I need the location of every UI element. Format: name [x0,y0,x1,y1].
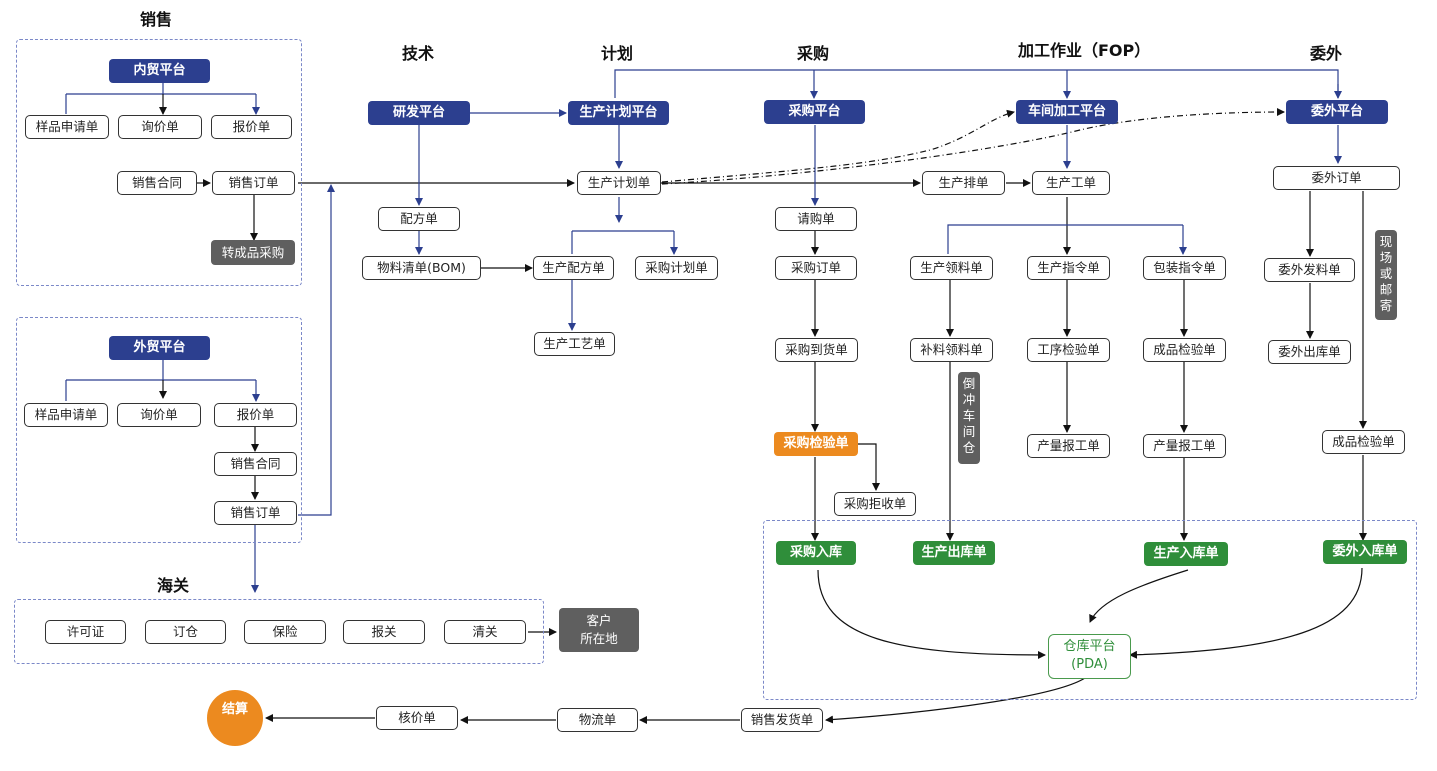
section-outsource: 委外 [1310,44,1343,63]
bom-sheet[interactable]: 物料清单(BOM) [362,256,481,280]
outsource-in-stock[interactable]: 委外入库单 [1323,540,1407,564]
outsource-issue[interactable]: 委外发料单 [1264,258,1355,282]
rd-platform[interactable]: 研发平台 [368,101,470,125]
customs-clearance[interactable]: 清关 [444,620,526,644]
output-report-1[interactable]: 产量报工单 [1027,434,1110,458]
warehouse-panel [763,520,1417,700]
customs-booking[interactable]: 订仓 [145,620,226,644]
purchase-order[interactable]: 采购订单 [775,256,857,280]
section-plan: 计划 [601,44,634,63]
settlement[interactable]: 结算 [207,690,263,746]
customer-location: 客户 所在地 [559,608,639,652]
domestic-platform[interactable]: 内贸平台 [109,59,210,83]
foreign-quote[interactable]: 报价单 [214,403,297,427]
process-inspection[interactable]: 工序检验单 [1027,338,1110,362]
recipe-sheet[interactable]: 配方单 [378,207,460,231]
production-recipe-order[interactable]: 生产配方单 [533,256,614,280]
process-order[interactable]: 生产工艺单 [534,332,615,356]
purchase-platform[interactable]: 采购平台 [764,100,865,124]
foreign-inquiry[interactable]: 询价单 [117,403,201,427]
sales-shipment[interactable]: 销售发货单 [741,708,823,732]
warehouse-line1: 仓库平台 [1063,639,1116,654]
production-picking[interactable]: 生产领料单 [910,256,993,280]
warehouse-line2: (PDA) [1071,657,1108,672]
purchase-inspection[interactable]: 采购检验单 [774,432,858,456]
foreign-sales-order[interactable]: 销售订单 [214,501,297,525]
foreign-panel [16,317,302,543]
purchase-plan-order[interactable]: 采购计划单 [635,256,718,280]
to-finished-purchase: 转成品采购 [211,240,295,265]
production-out-stock[interactable]: 生产出库单 [913,541,995,565]
outsource-product-inspection[interactable]: 成品检验单 [1322,430,1405,454]
price-check-order[interactable]: 核价单 [376,706,458,730]
foreign-contract[interactable]: 销售合同 [214,452,297,476]
section-sales: 销售 [140,10,173,29]
customs-license[interactable]: 许可证 [45,620,126,644]
section-fop: 加工作业（FOP） [1018,41,1151,60]
domestic-sample-request[interactable]: 样品申请单 [25,115,109,139]
domestic-quote[interactable]: 报价单 [211,115,292,139]
production-work-order[interactable]: 生产工单 [1032,171,1110,195]
production-instruction[interactable]: 生产指令单 [1027,256,1110,280]
foreign-platform[interactable]: 外贸平台 [109,336,210,360]
purchase-arrival[interactable]: 采购到货单 [775,338,858,362]
customs-insurance[interactable]: 保险 [244,620,326,644]
product-inspection[interactable]: 成品检验单 [1143,338,1226,362]
logistics-order[interactable]: 物流单 [557,708,638,732]
section-customs: 海关 [157,576,190,595]
purchase-inbound[interactable]: 采购入库 [776,541,856,565]
domestic-inquiry[interactable]: 询价单 [118,115,202,139]
backflush-warehouse: 倒冲车间仓 [958,372,980,464]
domestic-contract[interactable]: 销售合同 [117,171,197,195]
production-schedule[interactable]: 生产排单 [922,171,1005,195]
section-purchase: 采购 [797,44,830,63]
outsource-order[interactable]: 委外订单 [1273,166,1400,190]
packing-instruction[interactable]: 包装指令单 [1143,256,1226,280]
purchase-rejection[interactable]: 采购拒收单 [834,492,916,516]
domestic-sales-order[interactable]: 销售订单 [212,171,295,195]
customs-declaration[interactable]: 报关 [343,620,425,644]
production-plan-order[interactable]: 生产计划单 [577,171,661,195]
outsource-out-stock[interactable]: 委外出库单 [1268,340,1351,364]
domestic-panel [16,39,302,286]
production-in-stock[interactable]: 生产入库单 [1144,542,1228,566]
section-tech: 技术 [402,44,435,63]
customer-line1: 客户 [586,613,612,628]
production-plan-platform[interactable]: 生产计划平台 [568,101,669,125]
output-report-2[interactable]: 产量报工单 [1143,434,1226,458]
foreign-sample-request[interactable]: 样品申请单 [24,403,108,427]
purchase-request[interactable]: 请购单 [775,207,857,231]
customer-line2: 所在地 [580,631,618,646]
customs-panel [14,599,544,664]
onsite-or-mail: 现场或邮寄 [1375,230,1397,320]
workshop-platform[interactable]: 车间加工平台 [1016,100,1118,124]
supplement-picking[interactable]: 补料领料单 [910,338,993,362]
outsource-platform[interactable]: 委外平台 [1286,100,1388,124]
warehouse-platform[interactable]: 仓库平台 (PDA) [1048,634,1131,679]
